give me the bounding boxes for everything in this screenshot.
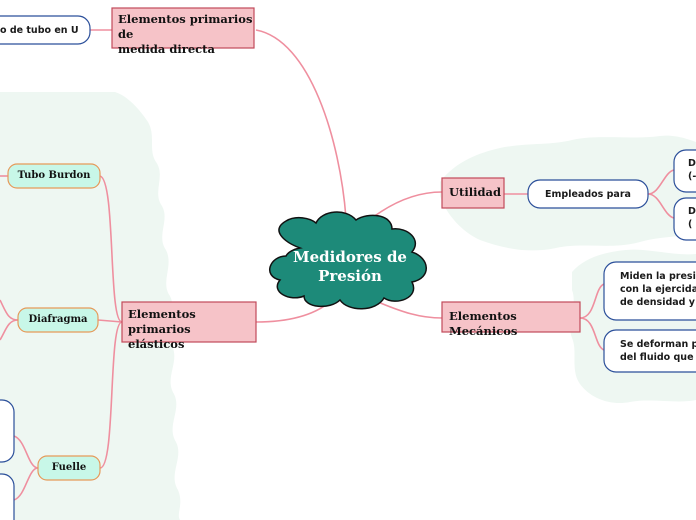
connector-diafragma-left2 [0,299,19,321]
connector-empleados-u2 [647,193,675,219]
leaf-empleados-label: Empleados para [545,189,631,200]
leaf-m2-line2: del fluido que c [620,352,696,363]
leaf-m1-line1: Miden la presió [620,271,696,282]
branch-utilidad-box[interactable] [441,177,505,209]
leaf-tubo-u-box[interactable] [0,15,91,45]
branch-direct-box[interactable] [111,7,255,49]
leaf-m2-box[interactable] [603,329,696,373]
leaf-m2-line1: Se deforman po [620,339,696,350]
connector-elasticos-diafragma [97,319,123,323]
connector-root-utilidad [371,191,443,219]
leaf-u1-box[interactable] [673,149,696,193]
connector-fuelle-left2 [13,467,39,501]
leaf-fuelle-left-box-1[interactable] [0,399,15,463]
leaf-m2-label: Se deforman po del fluido que c [620,338,696,364]
leaf-u2-label: D ( [688,205,696,231]
leaf-u1-label: D (- [688,157,696,183]
branch-direct-label: Elementos primarios de medida directa [118,12,254,57]
connector-empleados-u1 [647,169,675,195]
root-label-line2: Presión [318,267,382,285]
leaf-tubo-u-label: o de tubo en U [0,25,79,36]
connector-elasticos-fuelle [99,321,123,469]
branch-mecanicos-box[interactable] [441,301,581,333]
leaf-u1-line2: (- [688,171,696,182]
connector-elasticos-burdon [99,175,123,323]
leaf-m1-line3: de densidad y a [620,297,696,308]
branch-elasticos-line1: Elementos primarios [128,307,196,336]
connector-mecanicos-m2 [579,317,605,351]
branch-direct-line1: Elementos primarios de [118,12,253,41]
branch-mecanicos-label: Elementos Mecánicos [449,309,518,338]
leaf-fuelle-box[interactable] [37,455,101,481]
root-label-line1: Medidores de [293,248,407,266]
connector-fuelle-left [13,435,39,469]
branch-elasticos-label: Elementos primarios elásticos [128,307,256,352]
leaf-empleados-box[interactable] [527,179,649,209]
connector-mecanicos-m1 [579,283,605,319]
leaf-burdon-box[interactable] [7,163,101,189]
leaf-u2-line1: D [688,206,696,217]
connector-root-mecanicos [377,301,443,319]
branch-direct-line2: medida directa [118,42,215,56]
leaf-u2-line2: ( [688,219,693,230]
connectors [0,29,675,501]
leaf-fuelle-label: Fuelle [51,462,87,473]
root-cloud-node[interactable] [269,211,427,310]
leaf-m1-line2: con la ejercida p [620,284,696,295]
leaf-diafragma-label: Diafragma [28,314,88,325]
leaf-burdon-label: Tubo Burdon [17,170,91,181]
background-zone-left [0,92,181,520]
branch-utilidad-label: Utilidad [449,185,501,199]
branch-elasticos-line2: elásticos [128,337,185,351]
connector-root-direct [255,29,347,219]
root-label: Medidores de Presión [292,248,408,286]
leaf-u2-box[interactable] [673,197,696,241]
leaf-m1-box[interactable] [603,261,696,321]
leaf-u1-line1: D [688,158,696,169]
leaf-diafragma-box[interactable] [17,307,99,333]
branch-elasticos-box[interactable] [121,301,257,343]
leaf-m1-label: Miden la presió con la ejercida p de den… [620,270,696,309]
leaf-fuelle-left-box-2[interactable] [0,473,15,520]
